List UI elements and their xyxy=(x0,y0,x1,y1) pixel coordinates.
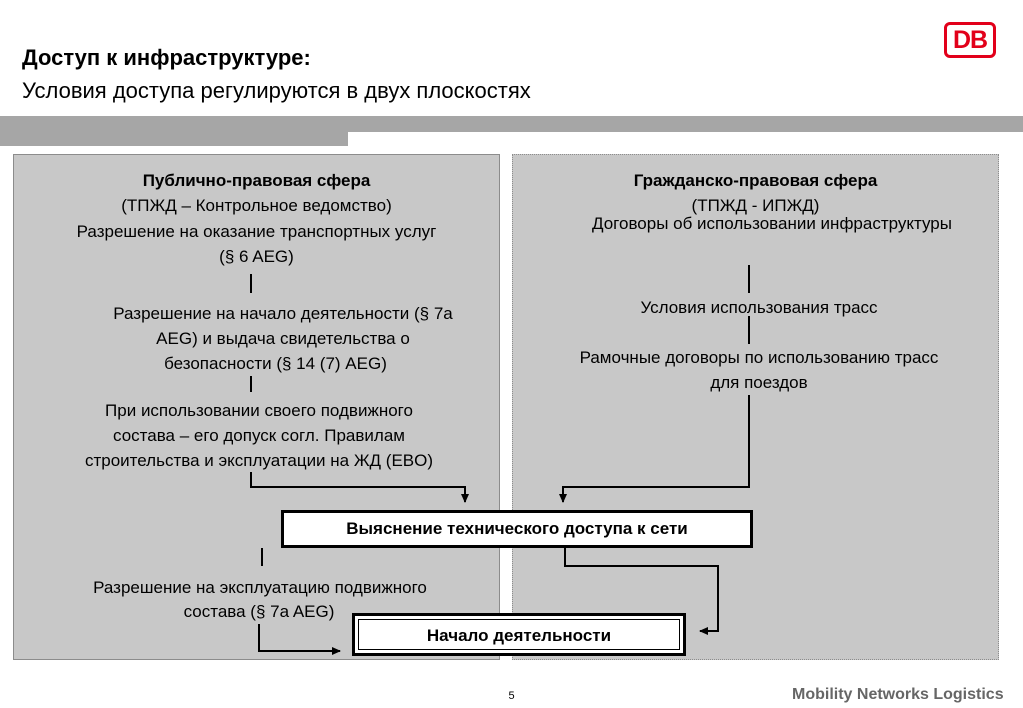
start-permit-line-3: безопасности (§ 14 (7) AEG) xyxy=(164,354,387,373)
public-law-panel xyxy=(13,154,500,660)
company-tagline: Mobility Networks Logistics xyxy=(792,686,1004,703)
start-activity-box: Начало деятельности xyxy=(352,613,686,656)
operating-permit-line-2: состава (§ 7a AEG) xyxy=(183,602,335,621)
arrow-permit-to-start xyxy=(258,624,341,655)
route-conditions: Условия использования трасс xyxy=(640,298,878,317)
civil-law-heading: Гражданско-правовая сфера xyxy=(633,171,878,190)
tech-access-box: Выяснение технического доступа к сети xyxy=(281,510,753,548)
framework-contracts-line-1: Рамочные договоры по использованию трасс xyxy=(579,348,939,367)
public-law-authority: (ТПЖД – Контрольное ведомство) xyxy=(121,196,392,215)
public-law-heading: Публично-правовая сфера xyxy=(142,171,371,190)
db-logo: DB xyxy=(944,22,996,58)
arrow-right-to-tech-access xyxy=(559,395,750,503)
header-accent-bar xyxy=(0,116,348,146)
civil-law-authority: (ТПЖД - ИПЖД) xyxy=(691,196,820,215)
infrastructure-contracts: Договоры об использовании инфраструктуры xyxy=(592,214,952,233)
rolling-stock-line-1: При использовании своего подвижного xyxy=(105,401,413,420)
page-number: 5 xyxy=(508,690,515,702)
civil-law-panel xyxy=(512,154,999,660)
start-activity-label: Начало деятельности xyxy=(358,619,680,650)
rolling-stock-line-3: строительства и эксплуатации на ЖД (EBO) xyxy=(84,451,434,470)
arrow-left-to-tech-access xyxy=(250,472,469,503)
rolling-stock-line-2: состава – его допуск согл. Правилам xyxy=(113,426,405,445)
framework-contracts-line-2: для поездов xyxy=(710,373,808,392)
logo-text: DB xyxy=(952,26,988,54)
page-title: Доступ к инфраструктуре: xyxy=(22,45,311,70)
start-permit-line-1: Разрешение на начало деятельности (§ 7a xyxy=(113,304,453,323)
start-permit-line-2: AEG) и выдача свидетельства о xyxy=(156,329,410,348)
transport-permit-line-2: (§ 6 AEG) xyxy=(219,247,294,266)
arrow-tech-to-start xyxy=(564,548,719,635)
transport-permit-line-1: Разрешение на оказание транспортных услу… xyxy=(76,222,437,241)
operating-permit-line-1: Разрешение на эксплуатацию подвижного xyxy=(93,578,427,597)
page-subtitle: Условия доступа регулируются в двух плос… xyxy=(22,78,531,103)
